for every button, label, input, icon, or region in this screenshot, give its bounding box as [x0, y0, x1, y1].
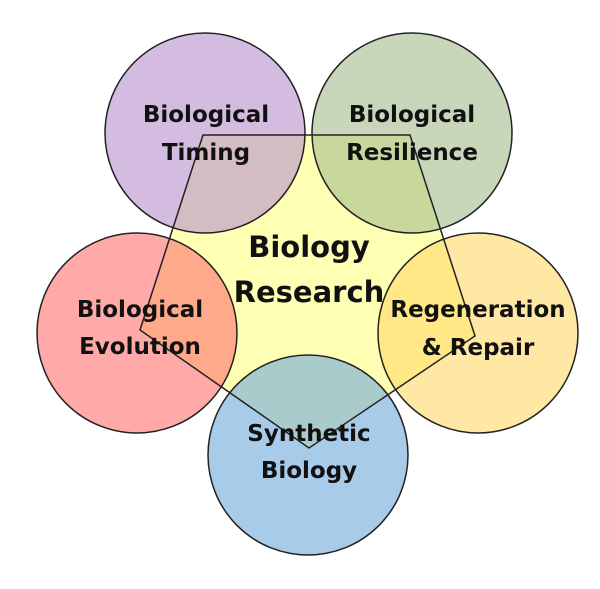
timing-label-line2: Timing — [162, 140, 250, 166]
resilience-label-line1: Biological — [349, 102, 475, 128]
circle-biological-resilience — [311, 32, 513, 234]
circle-biological-evolution — [36, 232, 238, 434]
synthetic-label-line1: Synthetic — [247, 421, 370, 447]
resilience-label-line2: Resilience — [346, 140, 478, 166]
synthetic-label-line2: Biology — [261, 458, 357, 484]
center-label-line2: Research — [234, 275, 385, 309]
timing-label-line1: Biological — [143, 102, 269, 128]
evolution-label-line1: Biological — [77, 297, 203, 323]
circle-synthetic-biology — [207, 354, 409, 556]
center-label-line1: Biology — [248, 230, 370, 264]
circle-regeneration-repair — [377, 232, 579, 434]
evolution-label-line2: Evolution — [79, 334, 201, 360]
regeneration-label-line1: Regeneration — [390, 297, 565, 323]
circle-biological-timing — [104, 32, 306, 234]
center-pentagon-outline — [139, 134, 476, 449]
regeneration-label-line2: & Repair — [422, 335, 535, 361]
